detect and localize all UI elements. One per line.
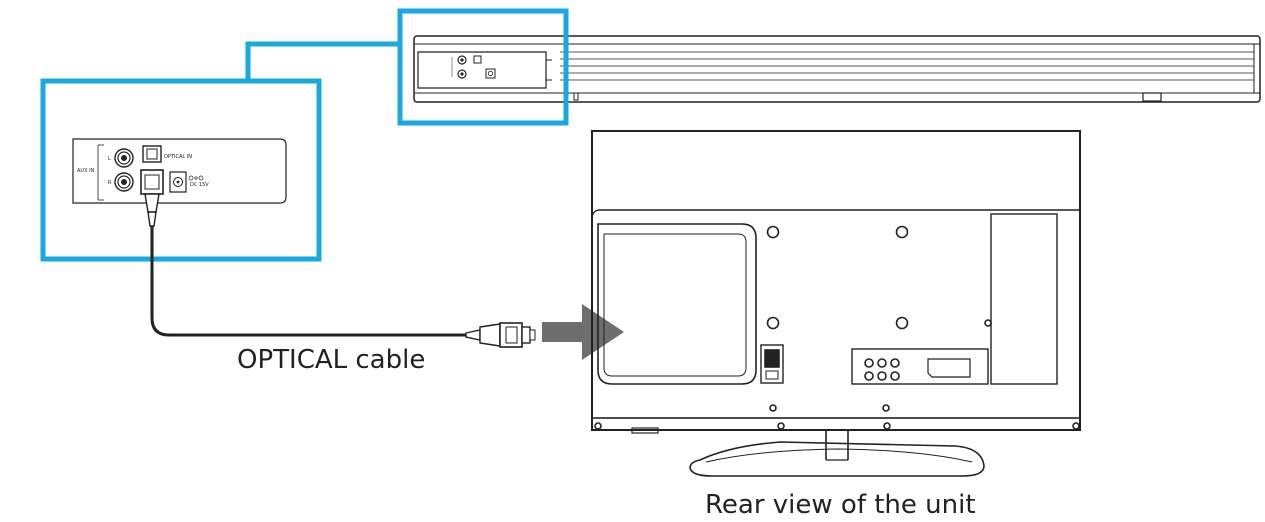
- polarity-icon: [188, 175, 204, 181]
- aux-r-jack: [114, 172, 134, 192]
- panel-label-optical-in: OPTICAL IN: [164, 154, 192, 160]
- optical-plug-tv-end: [465, 322, 536, 348]
- highlight-connector: [245, 41, 400, 81]
- soundbar: [413, 35, 1261, 103]
- aux-l-jack: [114, 148, 134, 168]
- panel-label-dc-in: DC 15V: [190, 182, 209, 188]
- soundbar-foot: [1142, 92, 1162, 102]
- mini-aux-r-jack: [457, 69, 467, 79]
- panel-label-aux-in: AUX IN: [77, 168, 95, 174]
- soundbar-panel-highlight: [397, 8, 569, 126]
- mini-dc-port: [485, 68, 496, 79]
- panel-label-l: L: [108, 156, 111, 162]
- insert-arrow: [542, 304, 624, 360]
- tv-rear: [591, 130, 1081, 477]
- optical-cable: [150, 226, 466, 337]
- panel-label-r: R: [108, 180, 112, 186]
- soundbar-jack-panel: [417, 51, 552, 89]
- optical-cable-label: OPTICAL cable: [237, 345, 425, 375]
- dc-in-port: [169, 171, 187, 193]
- zoom-jack-panel: [72, 138, 287, 204]
- rear-view-label: Rear view of the unit: [705, 490, 976, 520]
- mini-optical-port: [473, 55, 482, 64]
- zoom-panel-highlight: [40, 78, 322, 262]
- mini-aux-l-jack: [457, 55, 467, 65]
- optical-plug-top: [140, 145, 164, 227]
